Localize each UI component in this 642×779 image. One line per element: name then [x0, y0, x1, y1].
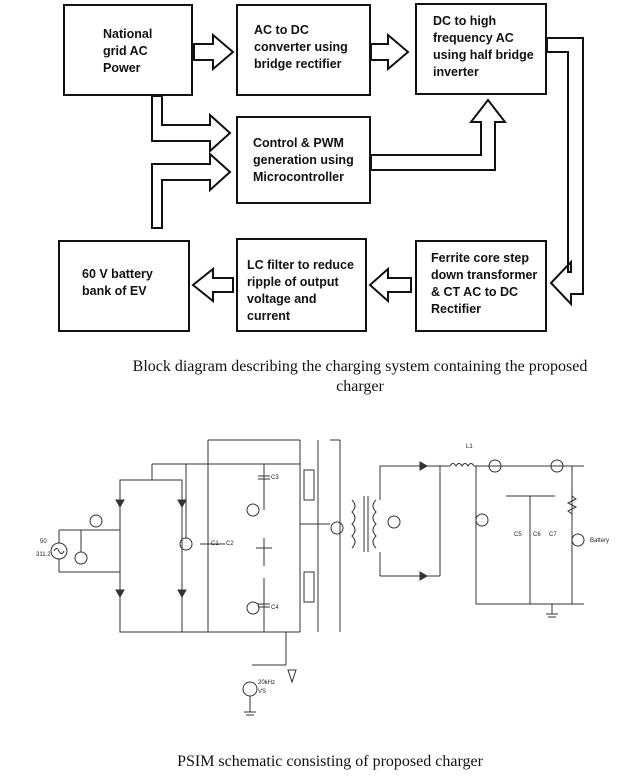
- arrow-grid-to-rectifier: [193, 32, 235, 72]
- transformer: [351, 496, 377, 552]
- arrow-grid-to-control: [151, 95, 232, 154]
- label-battery: Battery: [590, 538, 609, 544]
- pwm-source-icon: [242, 681, 258, 697]
- block-inverter: DC to high frequency AC using half bridg…: [415, 3, 547, 95]
- label-c6: C6: [533, 532, 541, 538]
- inductor-l1: [449, 463, 475, 467]
- block-filter: LC filter to reduce ripple of output vol…: [236, 238, 367, 332]
- source-voltage: 311.2: [36, 552, 51, 558]
- load-resistor: [566, 495, 578, 515]
- block-grid: National grid AC Power: [63, 4, 193, 96]
- battery-ammeter-icon: [550, 459, 564, 473]
- block-transformer: Ferrite core step down transformer & CT …: [415, 240, 547, 332]
- block-battery: 60 V battery bank of EV: [58, 240, 190, 332]
- arrow-transformer-to-filter: [368, 266, 412, 304]
- pwm-frequency: 20kHz: [258, 680, 275, 686]
- arrow-rectifier-to-inverter: [370, 32, 410, 72]
- label-c7: C7: [549, 532, 557, 538]
- voltmeter-icon: [74, 551, 88, 565]
- label-l1: L1: [466, 444, 473, 450]
- schematic-caption: PSIM schematic consisting of proposed ch…: [177, 753, 483, 770]
- label-c4: C4: [271, 605, 279, 611]
- primary-voltmeter-icon: [330, 521, 344, 535]
- arrow-battery-to-control: [151, 151, 232, 229]
- source-frequency: 50: [40, 539, 47, 545]
- arrow-filter-to-battery: [191, 266, 234, 304]
- block-diagram-caption: Block diagram describing the charging sy…: [132, 358, 588, 395]
- half-bridge-switches: [299, 440, 319, 632]
- pwm-source: VS: [258, 689, 266, 695]
- label-c5: C5: [514, 532, 522, 538]
- arrow-inverter-to-transformer: [546, 37, 584, 307]
- output-voltmeter-icon: [475, 513, 489, 527]
- label-c1: C1: [211, 541, 219, 547]
- cap-voltmeter-upper-icon: [246, 503, 260, 517]
- block-rectifier: AC to DC converter using bridge rectifie…: [236, 4, 371, 96]
- label-c3: C3: [271, 475, 279, 481]
- ac-source: [50, 530, 68, 572]
- arrow-control-to-inverter: [370, 98, 508, 171]
- block-control: Control & PWM generation using Microcont…: [236, 116, 371, 204]
- ammeter-icon: [89, 514, 103, 528]
- output-ammeter-icon: [488, 459, 502, 473]
- bridge-rectifier: [115, 479, 187, 633]
- battery-voltmeter-icon: [571, 533, 585, 547]
- secondary-voltmeter-icon: [387, 515, 401, 529]
- label-c2: C2: [226, 541, 234, 547]
- cap-voltmeter-lower-icon: [246, 601, 260, 615]
